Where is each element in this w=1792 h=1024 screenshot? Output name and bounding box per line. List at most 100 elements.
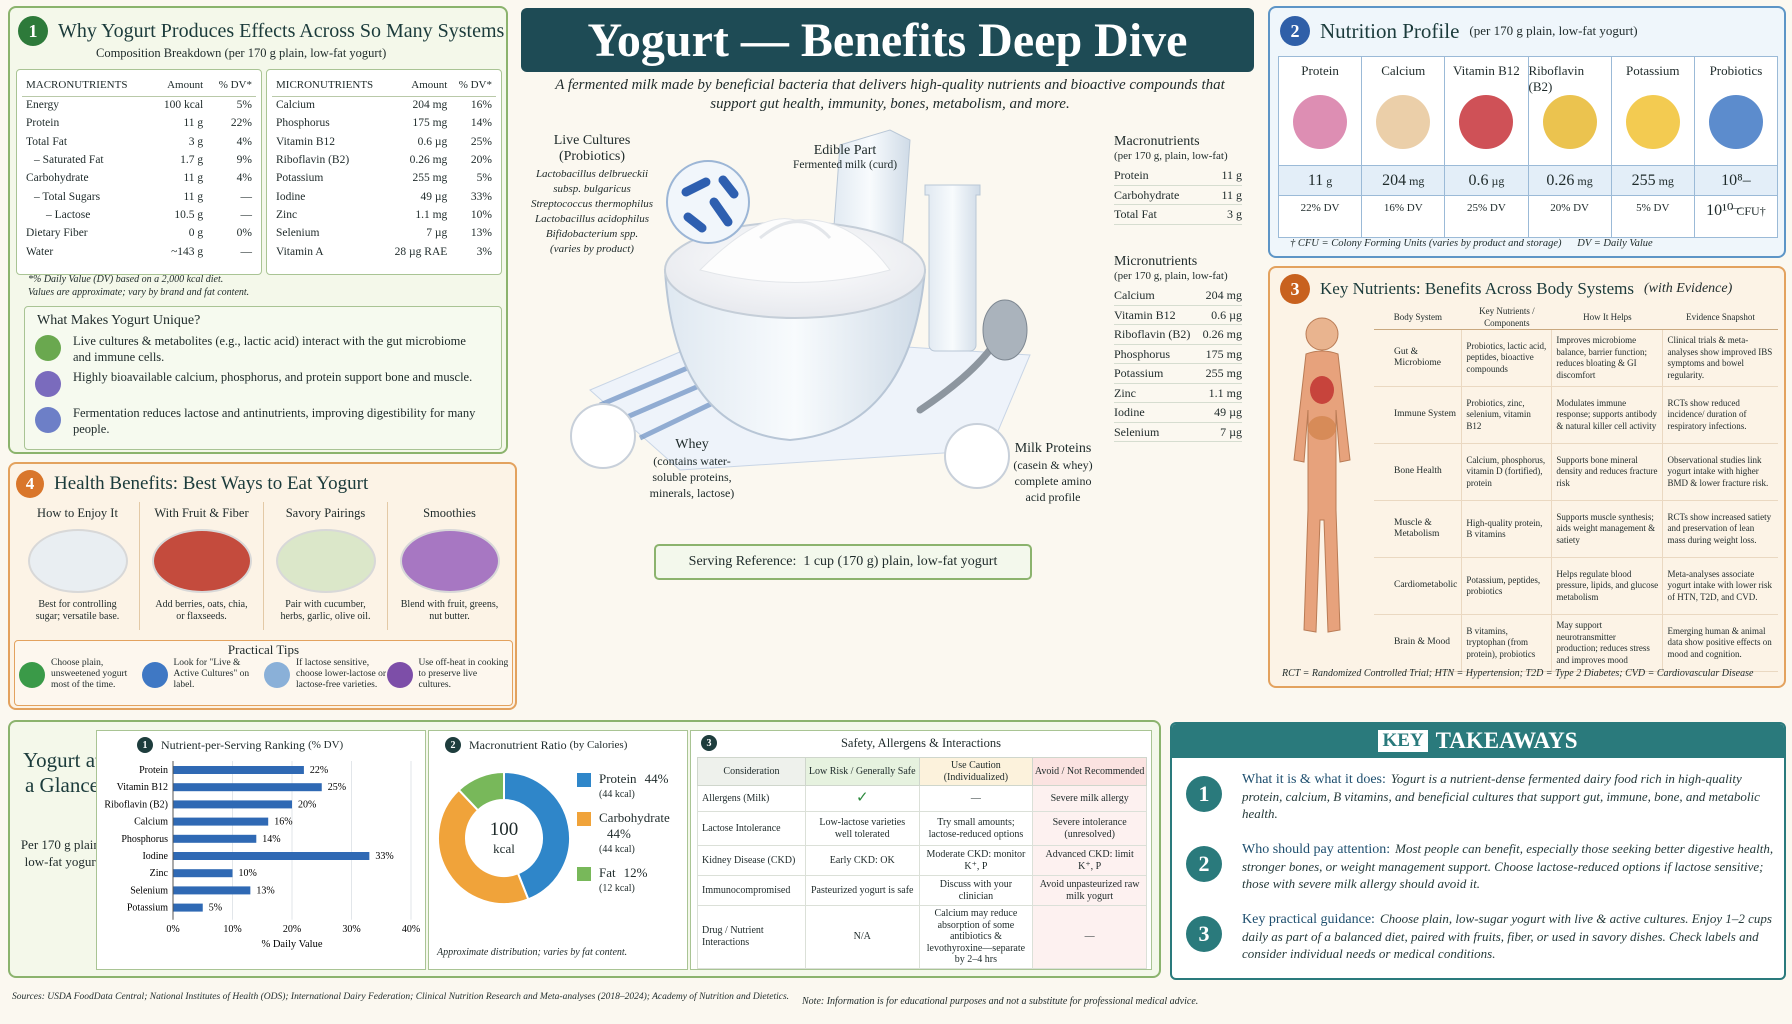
table-header: Consideration (697, 757, 806, 786)
nutrition-value-number: 0.6 (1468, 172, 1489, 189)
takeaway-text: Choose plain, low-sugar yogurt with live… (1242, 911, 1772, 961)
unique-box: What Makes Yogurt Unique? Live cultures … (24, 306, 502, 450)
tip-item: Use off-heat in cooking to preserve live… (386, 658, 510, 691)
category-label: Vitamin B12 (117, 782, 168, 793)
nutrient-amount: 11 g (183, 190, 204, 203)
whey-sub: (contains water-soluble proteins, minera… (649, 454, 735, 500)
key-nutrients: Potassium, peptides, probiotics (1461, 557, 1552, 615)
nutrient-amount: 204 mg (412, 99, 448, 112)
nutrition-dv: 25% DV (1445, 195, 1528, 237)
low-risk: ✓ (804, 785, 920, 812)
eat-card-title: Savory Pairings (285, 506, 366, 520)
low-risk: N/A (804, 905, 920, 969)
nutrient-dv: 9% (236, 154, 252, 167)
nutrient-name: Riboflavin (B2) (276, 154, 350, 167)
table-header: % DV* (207, 74, 256, 97)
table-header: Key Nutrients / Components (1461, 306, 1552, 330)
body-system: Muscle & Metabolism (1394, 517, 1440, 540)
nutrition-column-title: Potassium (1626, 63, 1680, 78)
center-nutrient-row: Riboflavin (B2)0.26 mg (1114, 325, 1242, 345)
takeaway-text-block: Who should pay attention:Most people can… (1242, 840, 1776, 892)
bar-chart-title: Nutrient-per-Serving Ranking (161, 737, 306, 752)
use-caution: Moderate CKD: monitor K⁺, P (918, 845, 1034, 876)
bar-value-label: 16% (274, 817, 292, 828)
edible-part-label: Edible Part Fermented milk (curd) (770, 143, 920, 171)
legend-swatch (577, 773, 591, 788)
takeaways-header: KEY TAKEAWAYS (1172, 724, 1784, 758)
riboflavin-b2--icon (1542, 95, 1597, 149)
milk-proteins-label: Milk Proteins (casein & whey) complete a… (1008, 441, 1098, 505)
center-nutrient-value: 3 g (1227, 207, 1242, 221)
section-subtitle: Composition Breakdown (per 170 g plain, … (96, 46, 387, 60)
nutrient-dv: 14% (470, 117, 492, 130)
legend-name: Fat (599, 865, 616, 881)
evidence: RCTs show reduced incidence/ duration of… (1662, 386, 1778, 444)
table-header: Amount (151, 74, 208, 97)
center-macro-title: Macronutrients (1114, 134, 1200, 149)
nutrition-value-unit: µg (1491, 174, 1505, 188)
center-nutrient-name: Calcium (1114, 288, 1155, 302)
center-nutrient-value: 204 mg (1205, 288, 1242, 302)
key-nutrients: B vitamins, tryptophan (from protein), p… (1461, 614, 1552, 672)
nutrient-name: – Lactose (46, 208, 91, 221)
bar (173, 834, 257, 843)
yogurt-bowl-drawing (589, 129, 1031, 471)
table-header: Evidence Snapshot (1662, 306, 1778, 330)
center-nutrient-value: 0.26 mg (1202, 327, 1242, 341)
practical-tips-box: Practical Tips Choose plain, unsweetened… (14, 640, 513, 706)
bar (173, 783, 322, 792)
nutrient-name: Carbohydrate (26, 172, 89, 185)
nutrient-dv: 25% (470, 135, 492, 148)
chart-number-2: 2 (445, 737, 461, 753)
key-nutrients: Probiotics, zinc, selenium, vitamin B12 (1461, 386, 1552, 444)
eat-card-caption: Pair with cucumber, herbs, garlic, olive… (280, 599, 371, 622)
section-number-2: 2 (1280, 16, 1310, 46)
safety-number: 3 (701, 735, 717, 751)
probiotic-bubble (666, 160, 750, 244)
nutrition-value-unit: g (1326, 174, 1333, 188)
nutrient-name: – Saturated Fat (34, 154, 104, 167)
legend-kcal: (44 kcal) (599, 844, 635, 856)
pie-chart-title: Macronutrient Ratio (469, 737, 567, 752)
nutrient-dv: 33% (470, 190, 492, 203)
nutrition-value-unit: mg (1577, 174, 1593, 188)
tip-text: Use off-heat in cooking to preserve live… (418, 658, 509, 690)
eat-card-caption: Best for controlling sugar; versatile ba… (35, 599, 120, 622)
center-nutrient-value: 11 g (1221, 187, 1242, 202)
nutrient-name: Calcium (276, 99, 315, 112)
nutrient-amount: 7 µg (426, 227, 448, 240)
pie-slice (457, 770, 505, 812)
pie-chart (437, 770, 571, 905)
sources-text: Sources: USDA FoodData Central; National… (12, 992, 790, 1002)
center-nutrient-name: Zinc (1114, 385, 1136, 400)
section-number-3: 3 (1280, 274, 1310, 304)
whey-label: Whey (contains water-soluble proteins, m… (644, 437, 740, 501)
table-header: Use Caution (Individualized) (918, 757, 1034, 786)
nutrient-amount: 10.5 g (174, 208, 204, 221)
takeaways-key: KEY (1378, 730, 1428, 752)
table-row: Allergens (Milk)✓—Severe milk allergy (697, 785, 1147, 812)
values-footnote: Values are approximate; vary by brand an… (28, 287, 250, 298)
legend-kcal: (44 kcal) (599, 789, 635, 801)
